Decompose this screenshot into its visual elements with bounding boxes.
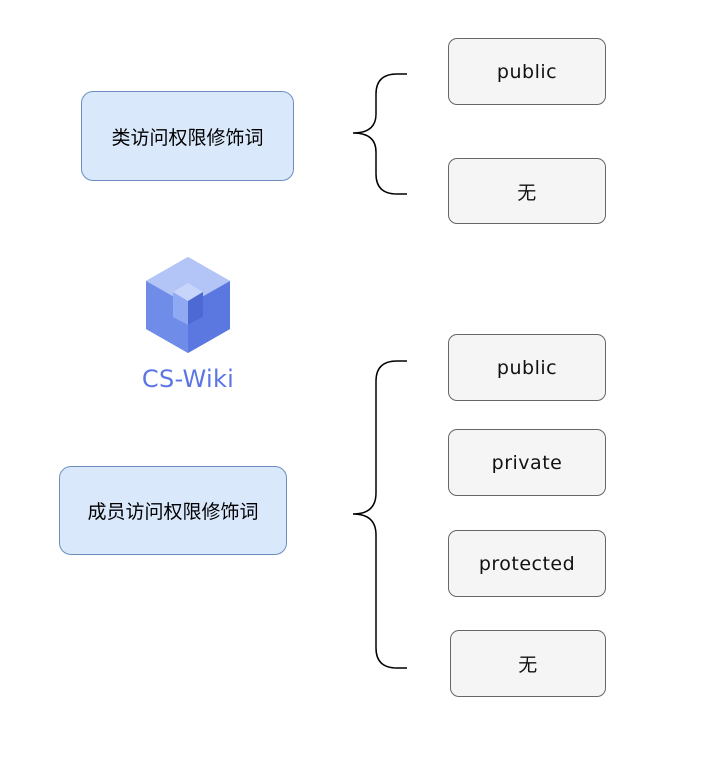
member-modifier-none: 无 [450, 630, 606, 697]
member-access-modifier-label: 成员访问权限修饰词 [87, 501, 259, 523]
class-modifier-none: 无 [448, 158, 606, 224]
class-modifier-none-label: 无 [517, 181, 537, 204]
member-modifier-none-label: 无 [518, 654, 538, 676]
member-modifier-public-label: public [496, 356, 558, 379]
member-access-modifier-box: 成员访问权限修饰词 [59, 466, 287, 555]
class-access-modifier-label: 类访问权限修饰词 [111, 126, 264, 149]
member-modifier-private-label: private [491, 451, 563, 474]
member-modifier-protected: protected [448, 530, 606, 597]
cs-wiki-logo-text: CS-Wiki [141, 365, 235, 393]
member-modifier-private: private [448, 429, 606, 496]
cs-wiki-logo-icon [146, 257, 230, 353]
member-modifier-protected-label: protected [478, 552, 576, 575]
class-access-modifier-box: 类访问权限修饰词 [81, 91, 294, 181]
class-modifier-public-label: public [496, 60, 558, 83]
member-modifier-public: public [448, 334, 606, 401]
class-modifier-public: public [448, 38, 606, 105]
